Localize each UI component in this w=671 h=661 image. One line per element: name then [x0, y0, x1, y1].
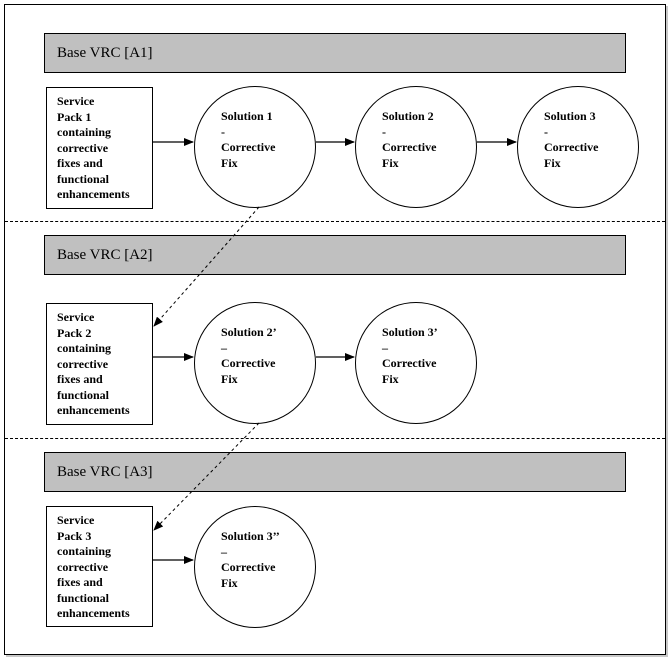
solution-label: -: [382, 124, 386, 139]
solution-label: Corrective: [382, 356, 437, 370]
frame-shadow-right: [666, 6, 668, 656]
solution-label: Fix: [544, 155, 561, 170]
service-pack-3-line: corrective: [57, 559, 109, 574]
solution-label: Fix: [382, 371, 399, 386]
solution-label: Solution 2: [382, 109, 434, 123]
solution-label: Fix: [382, 155, 399, 170]
solution-label: –: [221, 340, 227, 355]
solution-3-double-prime-node: Solution 3’’ – Corrective Fix: [194, 506, 316, 628]
solution-label: Solution 3: [544, 109, 596, 123]
solution-3-node: Solution 3 - Corrective Fix: [517, 86, 639, 208]
service-pack-2-line: containing: [57, 341, 112, 355]
service-pack-1-line: Pack 1: [57, 109, 92, 124]
solution-3-prime-node: Solution 3’ – Corrective Fix: [355, 302, 477, 424]
solution-label: –: [382, 340, 388, 355]
solution-label: Corrective: [382, 140, 437, 154]
solution-2-node: Solution 2 - Corrective Fix: [355, 86, 477, 208]
service-pack-3-line: Pack 3: [57, 528, 92, 543]
solution-label: Solution 2’: [221, 325, 277, 339]
solution-label: Fix: [221, 371, 238, 386]
solution-1-node: Solution 1 - Corrective Fix: [194, 86, 316, 208]
service-pack-3-line: enhancements: [57, 606, 130, 620]
service-pack-2-line: enhancements: [57, 403, 130, 417]
solution-label: -: [221, 124, 225, 139]
service-pack-1-box: Service Pack 1 containing corrective fix…: [46, 87, 153, 209]
service-pack-2-line: Pack 2: [57, 325, 92, 340]
service-pack-2-line: corrective: [57, 356, 109, 371]
solution-label: Corrective: [221, 560, 276, 574]
solution-label: Corrective: [221, 140, 276, 154]
solution-label: Solution 1: [221, 109, 273, 123]
service-pack-1-line: enhancements: [57, 187, 130, 201]
service-pack-2-box: Service Pack 2 containing corrective fix…: [46, 303, 153, 425]
solution-label: Solution 3’: [382, 325, 438, 339]
solution-label: Fix: [221, 155, 238, 170]
service-pack-1-line: corrective: [57, 140, 109, 155]
service-pack-3-line: containing: [57, 544, 112, 558]
solution-2-prime-node: Solution 2’ – Corrective Fix: [194, 302, 316, 424]
solution-label: Corrective: [544, 140, 599, 154]
service-pack-1-line: Service: [57, 94, 95, 108]
service-pack-1-line: containing: [57, 125, 112, 139]
section-divider: [5, 438, 665, 439]
solution-label: -: [544, 124, 548, 139]
solution-label: –: [221, 544, 227, 559]
service-pack-1-line: fixes and: [57, 156, 103, 170]
section-a3-header: Base VRC [A3]: [44, 452, 626, 492]
service-pack-2-line: fixes and: [57, 372, 103, 386]
solution-label: Fix: [221, 575, 238, 590]
section-a2-header: Base VRC [A2]: [44, 235, 626, 275]
service-pack-3-line: functional: [57, 590, 110, 605]
service-pack-2-line: Service: [57, 310, 95, 324]
solution-label: Corrective: [221, 356, 276, 370]
section-a1-header: Base VRC [A1]: [44, 33, 626, 73]
section-divider: [5, 221, 665, 222]
frame-shadow-bottom: [6, 655, 668, 657]
diagram-frame: [4, 4, 666, 655]
service-pack-2-line: functional: [57, 387, 110, 402]
service-pack-3-line: Service: [57, 513, 95, 527]
service-pack-1-line: functional: [57, 171, 110, 186]
service-pack-3-box: Service Pack 3 containing corrective fix…: [46, 506, 153, 627]
service-pack-3-line: fixes and: [57, 575, 103, 589]
solution-label: Solution 3’’: [221, 529, 280, 543]
